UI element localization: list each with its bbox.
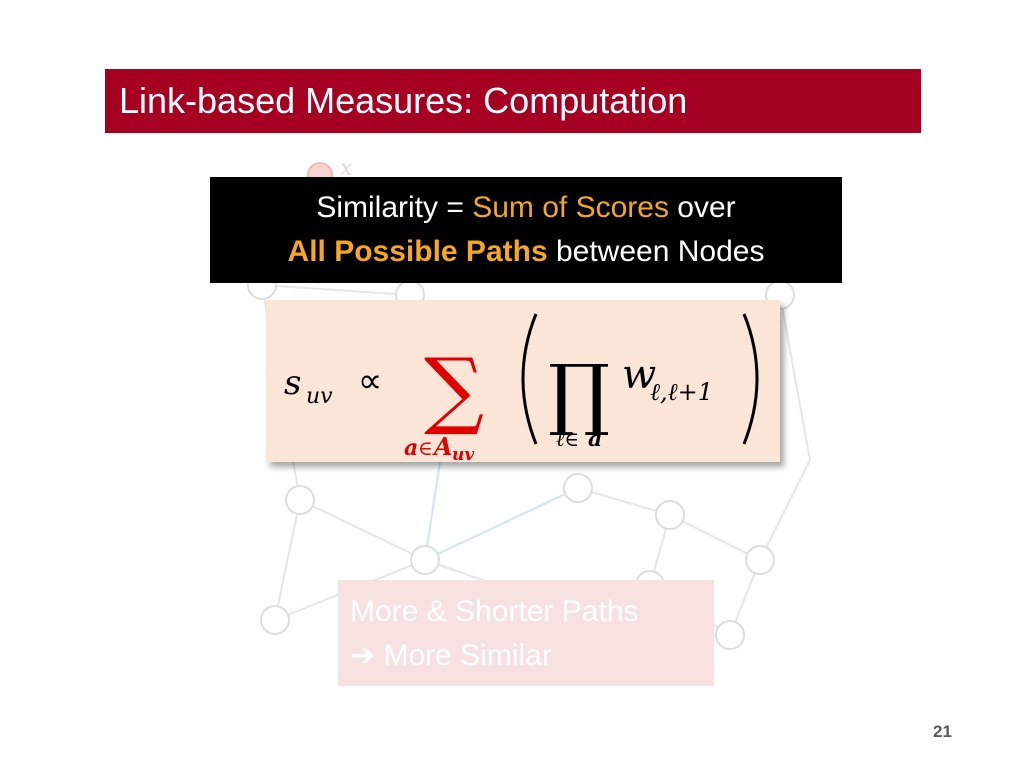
slide-title: Link-based Measures: Computation xyxy=(119,80,688,121)
formula: s uv ∝ ∑ a ∈ A uv ∏ ℓ∈ a w ℓ,ℓ+1 xyxy=(284,313,759,462)
formula-sum-symbol: ∑ xyxy=(424,340,484,438)
bottom-note-line-2-text: More Similar xyxy=(375,639,552,672)
formula-weight-sub: ℓ,ℓ+1 xyxy=(650,378,713,406)
formula-sum-sub-A: A xyxy=(432,432,453,461)
formula-product-symbol: ∏ xyxy=(548,349,610,439)
formula-product-sub: ℓ∈ xyxy=(556,427,579,451)
bottom-note-line-1: More & Shorter Paths xyxy=(350,595,639,628)
formula-product-sub-a: a xyxy=(588,426,602,452)
arrow-icon: ➔ xyxy=(350,639,376,672)
callout-prefix: Similarity = xyxy=(316,191,473,224)
callout-suffix-2: between Nodes xyxy=(547,235,765,268)
formula-box: s uv ∝ ∑ a ∈ A uv ∏ ℓ∈ a w ℓ,ℓ+1 xyxy=(266,300,780,462)
formula-sum-sub-in: ∈ xyxy=(418,436,433,460)
callout-highlight-sum: Sum of Scores xyxy=(472,191,669,224)
callout-line-1: Similarity = Sum of Scores over xyxy=(210,186,842,230)
formula-right-paren xyxy=(742,313,759,445)
title-bar: Link-based Measures: Computation xyxy=(105,69,921,133)
similarity-callout: Similarity = Sum of Scores over All Poss… xyxy=(210,177,842,283)
formula-sum-sub-uv: uv xyxy=(452,445,475,462)
formula-lhs: s xyxy=(284,363,301,403)
bottom-note-box: More & Shorter Paths ➔ More Similar xyxy=(338,580,714,686)
bottom-note-line-2: ➔ More Similar xyxy=(350,634,702,678)
callout-highlight-paths: All Possible Paths xyxy=(287,235,548,268)
formula-lhs-sub: uv xyxy=(306,384,333,409)
background-label: x xyxy=(340,156,353,181)
callout-suffix: over xyxy=(668,191,736,224)
formula-proportional: ∝ xyxy=(358,361,382,401)
page-number: 21 xyxy=(933,722,952,741)
formula-left-paren xyxy=(521,313,538,445)
callout-line-2: All Possible Paths between Nodes xyxy=(210,230,842,274)
formula-weight: w xyxy=(622,352,656,398)
formula-sum-sub-a: a xyxy=(404,435,418,461)
